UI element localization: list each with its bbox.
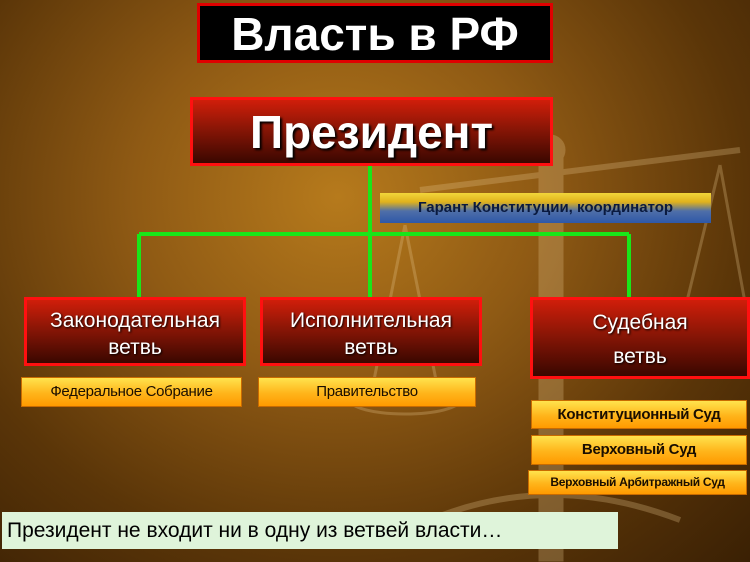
executive-branch-title: Исполнительная: [290, 309, 452, 332]
constitutional-court-box: Конституционный Суд: [531, 400, 747, 429]
judicial-branch-box: Судебная ветвь: [530, 297, 750, 379]
government-box: Правительство: [258, 377, 476, 407]
footer-note: Президент не входит ни в одну из ветвей …: [2, 512, 618, 549]
executive-branch-subtitle: ветвь: [344, 336, 398, 359]
supreme-arbitration-court-box: Верховный Арбитражный Суд: [528, 470, 747, 495]
federal-assembly-box: Федеральное Собрание: [21, 377, 242, 407]
judicial-branch-title: Судебная: [592, 311, 688, 334]
legislative-branch-title: Законодательная: [50, 309, 220, 332]
supreme-court-box: Верховный Суд: [531, 435, 747, 465]
page-title: Власть в РФ: [197, 3, 553, 63]
president-box: Президент: [190, 97, 553, 166]
executive-branch-box: Исполнительная ветвь: [260, 297, 482, 366]
legislative-branch-box: Законодательная ветвь: [24, 297, 246, 366]
president-role-label: Гарант Конституции, координатор: [380, 193, 711, 223]
legislative-branch-subtitle: ветвь: [108, 336, 162, 359]
judicial-branch-subtitle: ветвь: [613, 345, 667, 368]
